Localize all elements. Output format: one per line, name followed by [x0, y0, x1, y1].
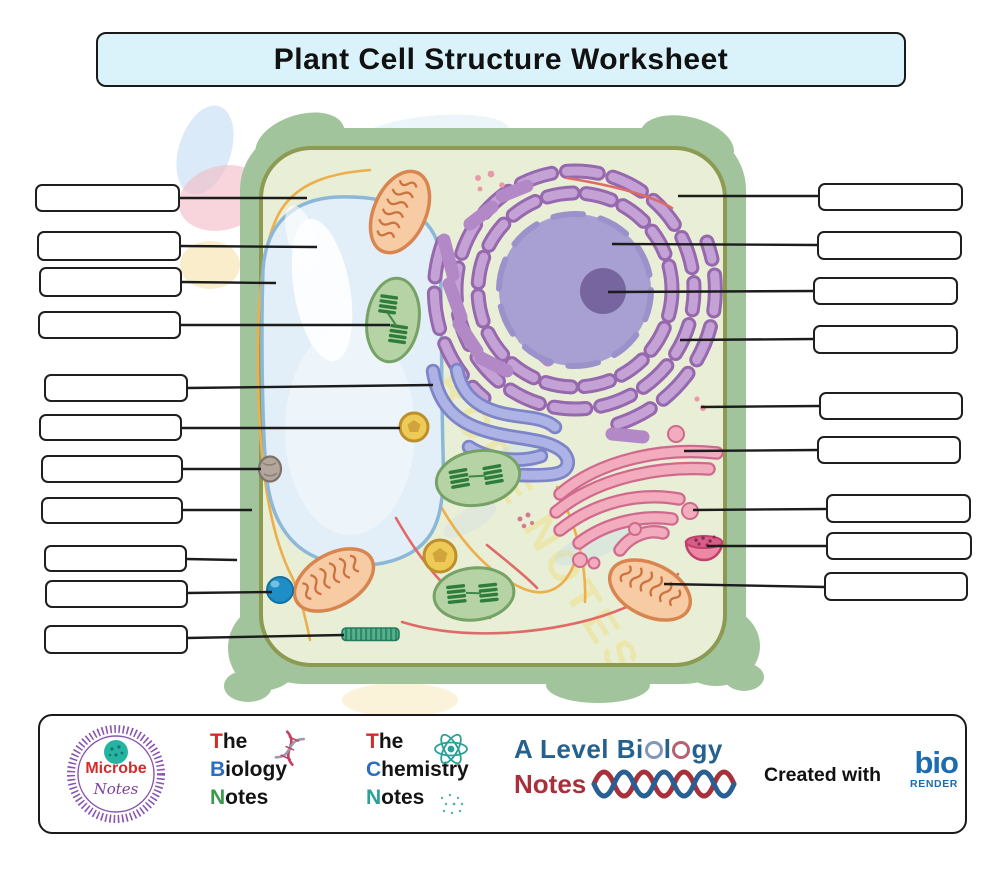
biorender-bio: bio — [914, 745, 960, 780]
tbn-line2: Biology — [210, 758, 288, 781]
label-box-right-4[interactable] — [813, 325, 958, 354]
microbe-notes-logo: Microbe Notes — [64, 722, 168, 826]
leader-lines — [179, 194, 828, 640]
mitochondrion-bottom-right — [607, 558, 693, 622]
label-box-right-2[interactable] — [817, 231, 962, 260]
chloroplast-bottom — [432, 566, 516, 622]
mitochondrion-bottom-left — [292, 547, 376, 613]
biorender-logo: bio RENDER — [898, 745, 960, 790]
label-box-left-6[interactable] — [39, 414, 182, 441]
footer-credits: Microbe Notes The Biology Notes The Chem… — [38, 714, 967, 834]
nucleus — [496, 211, 654, 369]
label-box-right-7[interactable] — [826, 494, 971, 523]
label-box-left-1[interactable] — [35, 184, 180, 212]
sparkle-dots-icon — [440, 793, 464, 815]
microbe-cell-icon — [104, 740, 128, 764]
biorender-render: RENDER — [910, 778, 958, 790]
letter-o-ring-icon — [672, 741, 691, 759]
dna-helix-icon — [591, 769, 737, 799]
tcn-line3: Notes — [366, 786, 425, 809]
letter-o-ring-icon — [644, 741, 663, 759]
alevel-line2: Notes — [514, 767, 740, 801]
label-box-right-3[interactable] — [813, 277, 958, 305]
cytoskeleton-rod — [341, 627, 400, 642]
chloroplast-top — [365, 276, 421, 364]
nucleolus — [580, 268, 626, 314]
label-box-left-10[interactable] — [45, 580, 188, 608]
peroxisome-bottom — [422, 538, 458, 574]
lysosome-bowl — [684, 535, 724, 562]
the-chemistry-notes-logo: The Chemistry Notes — [366, 728, 469, 812]
label-box-left-3[interactable] — [39, 267, 182, 297]
tbn-line3: Notes — [210, 786, 269, 809]
microbe-logo-notes: Notes — [93, 780, 139, 798]
peroxisome-top — [398, 411, 430, 443]
chloroplast-middle — [434, 448, 522, 508]
label-box-left-4[interactable] — [38, 311, 181, 339]
central-vacuole — [260, 195, 446, 567]
created-with-text: Created with — [764, 764, 882, 786]
label-box-right-5[interactable] — [819, 392, 963, 420]
golgi-vesicles — [572, 425, 699, 570]
label-box-left-8[interactable] — [41, 497, 183, 524]
amyloplast — [257, 455, 283, 483]
dna-icon — [274, 730, 306, 766]
title-box: Plant Cell Structure Worksheet — [96, 32, 906, 87]
label-box-right-8[interactable] — [826, 532, 972, 560]
page-title: Plant Cell Structure Worksheet — [273, 42, 729, 76]
rough-er — [426, 163, 723, 444]
atom-icon — [434, 733, 468, 765]
mitochondrion-top — [368, 169, 432, 255]
microbe-logo-name: Microbe — [85, 760, 147, 777]
the-biology-notes-logo: The Biology Notes — [210, 728, 287, 812]
label-box-left-11[interactable] — [44, 625, 188, 654]
label-box-right-6[interactable] — [817, 436, 961, 464]
tcn-line1: The — [366, 730, 404, 753]
blue-vesicle — [266, 576, 294, 604]
label-box-right-1[interactable] — [818, 183, 963, 211]
ribosomes — [475, 170, 707, 529]
tbn-line1: The — [210, 730, 248, 753]
microbe-logo-ring — [67, 725, 165, 823]
label-box-right-9[interactable] — [824, 572, 968, 601]
label-box-left-7[interactable] — [41, 455, 183, 483]
tcn-line2: Chemistry — [366, 758, 469, 781]
label-box-left-5[interactable] — [44, 374, 188, 402]
label-box-left-2[interactable] — [37, 231, 181, 261]
label-box-left-9[interactable] — [44, 545, 187, 572]
